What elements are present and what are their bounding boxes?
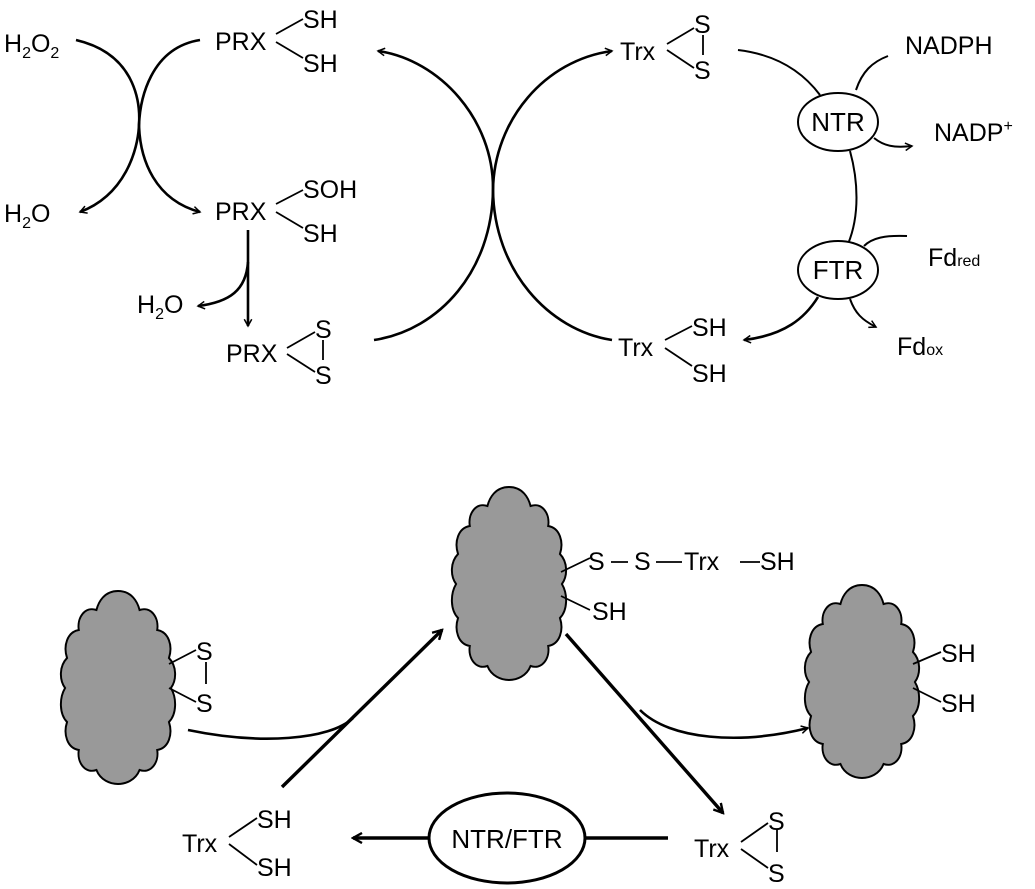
svg-text:Trx: Trx: [694, 835, 730, 863]
svg-text:SH: SH: [941, 690, 976, 718]
fd-ox-arrow: [849, 298, 876, 327]
svg-text:SOH: SOH: [303, 176, 357, 204]
svg-text:SH: SH: [941, 640, 976, 668]
h2o2-label: H2O2: [4, 30, 59, 62]
nadp-label: NADP+: [934, 118, 1013, 147]
svg-text:S: S: [634, 548, 651, 576]
target-dithiol: SH SH: [912, 640, 976, 718]
svg-text:SH: SH: [692, 360, 727, 388]
svg-text:SH: SH: [257, 854, 292, 882]
target-disulfide: S S: [168, 638, 213, 718]
svg-text:S: S: [315, 316, 332, 344]
mixed-disulfide-protein: [450, 486, 568, 681]
svg-text:S: S: [768, 860, 785, 888]
svg-text:SH: SH: [303, 6, 338, 34]
svg-text:PRX: PRX: [226, 340, 278, 368]
svg-text:PRX: PRX: [215, 28, 267, 56]
ntr-enzyme: [797, 92, 879, 152]
trx-reduced-bottom: Trx SH SH: [182, 806, 292, 882]
fd-red-line: [863, 234, 908, 247]
svg-text:Trx: Trx: [182, 830, 218, 858]
svg-text:SH: SH: [303, 220, 338, 248]
svg-text:S: S: [196, 690, 213, 718]
svg-text:Trx: Trx: [618, 334, 654, 362]
svg-text:S: S: [694, 11, 711, 39]
h2o2-to-h2o-arrow: [75, 38, 141, 212]
svg-text:SH: SH: [592, 598, 627, 626]
ftr-label: FTR: [813, 255, 864, 285]
trx-attack-arrow: [280, 630, 442, 789]
ntr-ftr-label: NTR/FTR: [451, 824, 562, 854]
prx-oxidation-arrow: [137, 38, 200, 212]
trx-oxidation-arrow: [491, 51, 612, 342]
target-protein-oxidized: [59, 590, 177, 785]
trx-oxidized-bottom: Trx S S: [694, 808, 785, 888]
svg-text:SH: SH: [257, 806, 292, 834]
svg-text:S: S: [196, 638, 213, 666]
svg-text:PRX: PRX: [215, 198, 267, 226]
nadp-arrow: [873, 137, 912, 147]
svg-text:SH: SH: [303, 50, 338, 78]
target-protein-reduced: [803, 584, 921, 779]
h2o-left-label: H2O: [4, 200, 50, 232]
h2o-middle-label: H2O: [137, 291, 183, 323]
svg-text:S: S: [315, 362, 332, 390]
fd-red-label: Fdred: [928, 244, 980, 272]
trx-to-ntr-line: [737, 49, 821, 96]
trx-release-arrow: [564, 632, 723, 813]
prx-reduced: PRX SH SH: [215, 6, 338, 78]
ftr-to-trx-arrow: [744, 296, 820, 340]
trx-reduced-top: Trx SH SH: [618, 314, 727, 388]
ntr-label: NTR: [811, 107, 864, 137]
prx-disulfide: PRX S S: [226, 316, 332, 390]
svg-text:Trx: Trx: [684, 548, 720, 576]
ftr-enzyme: [797, 240, 879, 300]
substrate-entry-curve: [187, 717, 354, 740]
fd-ox-label: Fdox: [897, 333, 943, 361]
trx-oxidized-top: Trx S S: [620, 11, 711, 85]
nadph-line: [855, 55, 889, 91]
nadph-label: NADPH: [905, 32, 993, 60]
ntr-to-ftr-line: [847, 150, 858, 245]
mixed-disulfide-chain: S S Trx SH SH: [560, 548, 795, 626]
svg-text:S: S: [768, 808, 785, 836]
svg-text:S: S: [694, 57, 711, 85]
ntr-ftr-enzyme: [427, 791, 587, 885]
h2o-release-arrow: [198, 261, 250, 306]
product-release-arrow: [639, 709, 808, 739]
prx-sulfenic: PRX SOH SH: [215, 176, 357, 248]
svg-text:SH: SH: [692, 314, 727, 342]
prx-regeneration-arrow: [373, 51, 495, 342]
svg-text:SH: SH: [760, 548, 795, 576]
svg-text:Trx: Trx: [620, 38, 656, 66]
svg-text:S: S: [588, 548, 605, 576]
